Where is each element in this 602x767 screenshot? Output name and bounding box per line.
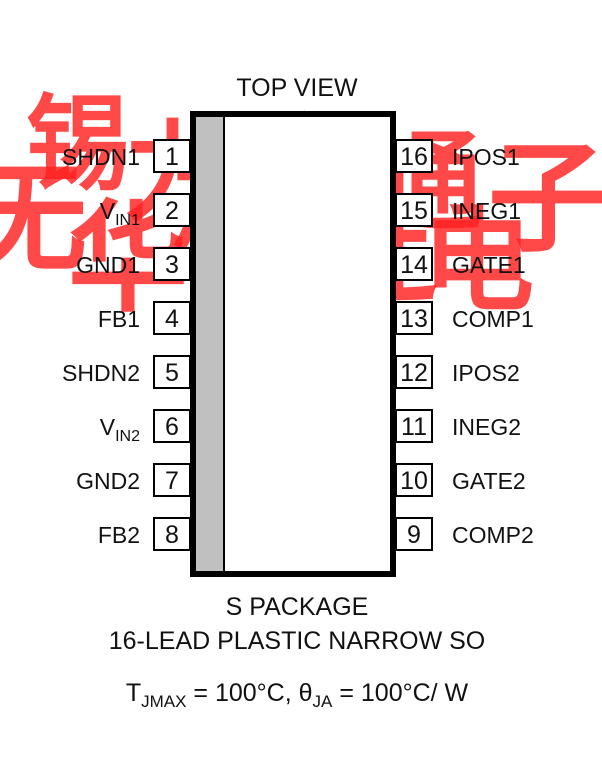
ic-body [190, 111, 396, 577]
pin-box [395, 463, 433, 497]
pin-box [395, 517, 433, 551]
pin-name: VIN2 [100, 414, 140, 445]
pin-1: 1 SHDN1 [62, 139, 191, 173]
pin-name-subscript: IN1 [115, 212, 140, 229]
pin-name: SHDN2 [62, 360, 140, 386]
pin-name-main: SHDN2 [62, 360, 140, 386]
pin-name: GATE1 [452, 252, 526, 278]
watermark-glyph: 无 [0, 150, 87, 288]
pin-box [153, 463, 191, 497]
watermark-glyph: 锡 [26, 83, 130, 205]
pin-number: 7 [165, 467, 179, 495]
package-description: 16-LEAD PLASTIC NARROW SO [109, 627, 485, 655]
pin-number: 13 [400, 305, 428, 333]
watermark-glyph: 电 [422, 197, 534, 327]
theta-value: = 100°C/ W [332, 679, 468, 707]
pin-name: VIN1 [100, 198, 140, 229]
pin-name-main: FB1 [98, 306, 140, 332]
pin-12: 12 IPOS2 [395, 355, 520, 389]
pin-number: 12 [400, 359, 428, 387]
pin-box [153, 409, 191, 443]
right-pin-group: 16 IPOS1 15 INEG1 14 GATE1 13 COMP1 12 IPOS2 11 INE… [395, 139, 534, 551]
pin-13: 13 COMP1 [395, 301, 534, 335]
pin-number: 15 [400, 197, 428, 225]
watermark-glyph: 子 [488, 130, 602, 269]
pin-15: 15 INEG1 [395, 193, 521, 227]
pin-number: 11 [401, 413, 427, 441]
pin-name: IPOS2 [452, 360, 520, 386]
pin-name: IPOS1 [452, 144, 520, 170]
pin-number: 5 [165, 359, 179, 387]
pin-16: 16 IPOS1 [395, 139, 520, 173]
pin-number: 3 [165, 251, 179, 279]
pin-name: INEG2 [452, 414, 521, 440]
pin-box [395, 193, 433, 227]
pin-7: 7 GND2 [76, 463, 191, 497]
pin-box [153, 247, 191, 281]
pin-3: 3 GND1 [76, 247, 191, 281]
pin1-indicator-stripe [196, 117, 224, 571]
pin-box [153, 517, 191, 551]
pin-name-main: FB2 [98, 522, 140, 548]
pin-name: INEG1 [452, 198, 521, 224]
pin-box [395, 301, 433, 335]
pin-number: 9 [407, 521, 421, 549]
tjmax-value: = 100°C, [186, 679, 298, 707]
pin-name: GATE2 [452, 468, 526, 494]
pin-number: 10 [400, 467, 428, 495]
pin-name: GND2 [76, 468, 140, 494]
pin-number: 4 [165, 305, 179, 333]
pin-box [395, 409, 433, 443]
pin-box [153, 301, 191, 335]
pin-name: FB2 [98, 522, 140, 548]
pin-6: 6 VIN2 [100, 409, 191, 445]
pin-box [395, 139, 433, 173]
pin-name-subscript: IN2 [115, 428, 140, 445]
pin-2: 2 VIN1 [100, 193, 191, 229]
pin-9: 9 COMP2 [395, 517, 534, 551]
pin-box [153, 193, 191, 227]
pin-number: 1 [165, 143, 179, 171]
pin-number: 2 [165, 197, 179, 225]
pin-8: 8 FB2 [98, 517, 191, 551]
pin-name-main: V [100, 198, 116, 224]
pin-box [395, 247, 433, 281]
pin-number: 16 [400, 143, 428, 171]
theta-subscript: JA [313, 692, 334, 711]
pin-4: 4 FB1 [98, 301, 191, 335]
pin-name: COMP1 [452, 306, 534, 332]
package-name: S PACKAGE [226, 593, 369, 621]
pin-5: 5 SHDN2 [62, 355, 191, 389]
pin-number: 8 [165, 521, 179, 549]
pin-name: SHDN1 [62, 144, 140, 170]
pin-11: 11 INEG2 [395, 409, 521, 443]
pin-box [153, 355, 191, 389]
pin-name-main: GND2 [76, 468, 140, 494]
pin-number: 6 [165, 413, 179, 441]
pin-box [153, 139, 191, 173]
pin-name-main: GND1 [76, 252, 140, 278]
tjmax-symbol: T [126, 679, 141, 707]
pin-name: GND1 [76, 252, 140, 278]
pin-10: 10 GATE2 [395, 463, 526, 497]
tjmax-subscript: JMAX [141, 692, 186, 711]
pin-name-main: V [100, 414, 116, 440]
theta-symbol: θ [299, 679, 313, 707]
pin-number: 14 [400, 251, 428, 279]
pin-name: COMP2 [452, 522, 534, 548]
pin-name-main: SHDN1 [62, 144, 140, 170]
thermal-resistance-line: TJMAX = 100°C, θJA = 100°C/ W [126, 679, 469, 711]
pin-14: 14 GATE1 [395, 247, 526, 281]
pin-name: FB1 [98, 306, 140, 332]
view-title: TOP VIEW [236, 74, 358, 102]
pin-box [395, 355, 433, 389]
